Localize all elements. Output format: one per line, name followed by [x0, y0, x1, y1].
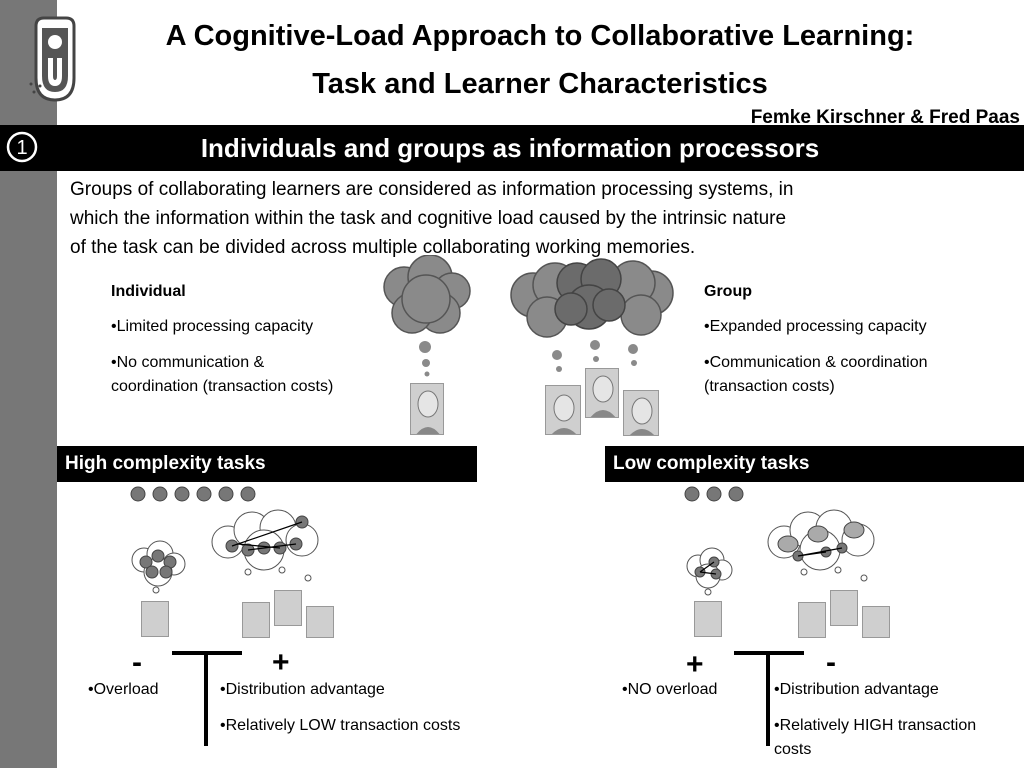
- learner-photo: [585, 368, 619, 418]
- group-bullet: •Communication & coordination: [704, 354, 928, 371]
- group-bullet: (transaction costs): [704, 378, 835, 395]
- learner-photo: [830, 590, 858, 626]
- low-task-element-dots: [684, 486, 744, 502]
- learner-photo: [545, 385, 581, 435]
- learner-photo: [410, 383, 444, 435]
- learner-photo: [306, 606, 334, 638]
- high-distribution-bullet: •Distribution advantage: [220, 681, 385, 698]
- section-header-bar: 1 Individuals and groups as information …: [0, 125, 1024, 171]
- left-sidebar: [0, 0, 57, 768]
- group-block: Group •Expanded processing capacity •Com…: [704, 281, 1004, 399]
- intro-line: of the task can be divided across multip…: [70, 237, 696, 258]
- learner-photo: [798, 602, 826, 638]
- low-transaction-bullet: •Relatively HIGH transaction: [774, 717, 977, 734]
- individual-bullet: coordination (transaction costs): [111, 378, 334, 395]
- intro-line: which the information within the task an…: [70, 208, 787, 229]
- section-number-badge: 1: [6, 131, 38, 163]
- low-t-divider: [734, 651, 804, 746]
- high-overload-bullet: •Overload: [88, 681, 159, 698]
- high-task-element-dots: [130, 486, 256, 502]
- high-group-cloud: [211, 509, 319, 582]
- learner-photo: [274, 590, 302, 626]
- poster-title-line-1: A Cognitive-Load Approach to Collaborati…: [165, 20, 915, 52]
- low-plus-sign: +: [686, 648, 704, 681]
- low-minus-sign: -: [826, 646, 836, 679]
- learner-photo: [862, 606, 890, 638]
- low-complexity-heading: Low complexity tasks: [605, 446, 1024, 482]
- section-number: 1: [16, 137, 27, 159]
- intro-paragraph: Groups of collaborating learners are con…: [70, 175, 950, 262]
- individual-heading: Individual: [111, 283, 186, 300]
- learner-photo: [242, 602, 270, 638]
- individual-block: Individual •Limited processing capacity …: [111, 281, 391, 399]
- learner-photo: [623, 390, 659, 436]
- high-individual-cloud: [131, 540, 186, 594]
- individual-bullet: •No communication &: [111, 354, 265, 371]
- low-transaction-bullet-cont: costs: [774, 741, 812, 758]
- authors: Femke Kirschner & Fred Paas: [750, 107, 1020, 128]
- poster-title-line-2: Task and Learner Characteristics: [312, 68, 768, 100]
- high-complexity-heading: High complexity tasks: [57, 446, 477, 482]
- high-minus-sign: -: [132, 646, 142, 679]
- intro-line: Groups of collaborating learners are con…: [70, 179, 794, 200]
- low-distribution-bullet: •Distribution advantage: [774, 681, 939, 698]
- high-transaction-bullet: •Relatively LOW transaction costs: [220, 717, 461, 734]
- high-t-divider: [172, 651, 242, 746]
- group-heading: Group: [704, 283, 752, 300]
- individual-bullet: •Limited processing capacity: [111, 318, 314, 335]
- low-group-cloud: [767, 509, 875, 582]
- individual-thought-cloud: [383, 255, 471, 377]
- low-no-overload-bullet: •NO overload: [622, 681, 718, 698]
- university-logo: [29, 16, 76, 102]
- low-individual-cloud: [686, 547, 733, 596]
- group-bullet: •Expanded processing capacity: [704, 318, 927, 335]
- learner-photo: [694, 601, 722, 637]
- learner-photo: [141, 601, 169, 637]
- group-thought-clouds: [510, 258, 674, 372]
- high-plus-sign: +: [272, 646, 290, 679]
- section-title: Individuals and groups as information pr…: [200, 133, 820, 163]
